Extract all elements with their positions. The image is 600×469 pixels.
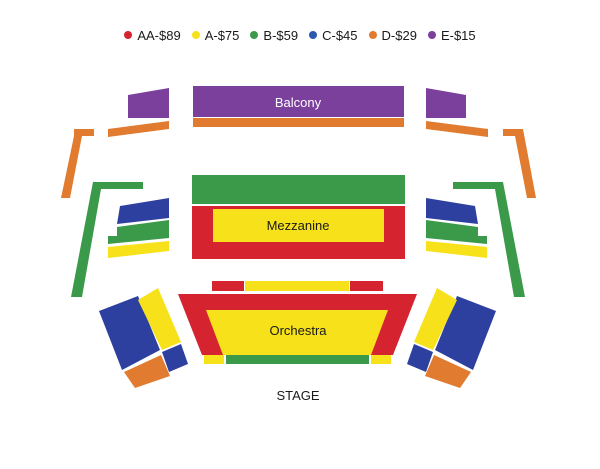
- mezzanine-right-a[interactable]: [426, 241, 487, 258]
- price-legend: AA-$89 A-$75 B-$59 C-$45 D-$29 E-$15: [0, 24, 600, 46]
- balcony-label: Balcony: [275, 95, 322, 110]
- legend-dot-e: [427, 31, 436, 39]
- balcony-right-e[interactable]: [426, 88, 466, 118]
- legend-dot-aa: [124, 31, 133, 39]
- legend-label-c: C-$45: [322, 27, 358, 43]
- orchestra-rear-aa-left[interactable]: [212, 281, 244, 291]
- balcony-right-d-inner[interactable]: [426, 121, 488, 137]
- legend-dot-a: [191, 31, 200, 39]
- legend-label-a: A-$75: [204, 27, 240, 43]
- mezzanine-right-b-wing[interactable]: [453, 182, 525, 297]
- legend-item-b: B-$59: [250, 28, 298, 43]
- mezzanine-center-a[interactable]: [213, 209, 384, 242]
- orchestra-label: Orchestra: [269, 323, 327, 338]
- legend-dot-b: [250, 31, 259, 39]
- stage-label: STAGE: [276, 388, 319, 403]
- mezzanine-right-b[interactable]: [426, 220, 487, 244]
- mezzanine-left-b[interactable]: [108, 220, 169, 244]
- orchestra-right-d[interactable]: [425, 355, 471, 388]
- legend-item-e: E-$15: [427, 27, 476, 43]
- legend-label-aa: AA-$89: [137, 27, 181, 43]
- orchestra-right-c-small[interactable]: [407, 344, 433, 372]
- orchestra-front-b[interactable]: [226, 355, 369, 364]
- legend-dot-d: [368, 31, 377, 39]
- orchestra-left-c-large[interactable]: [99, 296, 160, 370]
- balcony-right-d-wing[interactable]: [503, 129, 536, 198]
- orchestra-left-a[interactable]: [138, 288, 181, 350]
- legend-item-d: D-$29: [368, 27, 417, 43]
- orchestra-front-a-right[interactable]: [371, 355, 391, 364]
- orchestra-left-d[interactable]: [124, 355, 170, 388]
- orchestra-right-c-large[interactable]: [435, 296, 496, 370]
- balcony-left-d-inner[interactable]: [108, 121, 169, 137]
- orchestra-center-a[interactable]: [206, 310, 388, 355]
- legend-label-d: D-$29: [381, 27, 417, 43]
- orchestra-right-a[interactable]: [414, 288, 457, 350]
- mezzanine-left-a[interactable]: [108, 241, 169, 258]
- mezzanine-left-c[interactable]: [117, 198, 169, 224]
- orchestra-rear-aa-right[interactable]: [350, 281, 383, 291]
- balcony-center-e[interactable]: [193, 86, 404, 117]
- mezzanine-center-b[interactable]: [192, 175, 405, 204]
- orchestra-front-a-left[interactable]: [204, 355, 224, 364]
- balcony-left-d-wing[interactable]: [61, 129, 94, 198]
- legend-item-aa: AA-$89: [124, 27, 181, 43]
- orchestra-rear-a[interactable]: [245, 281, 349, 291]
- legend-item-c: C-$45: [309, 27, 358, 43]
- mezzanine-left-b-wing[interactable]: [71, 182, 143, 297]
- mezzanine-label: Mezzanine: [267, 218, 330, 233]
- legend-dot-c: [309, 31, 318, 39]
- legend-item-a: A-$75: [191, 27, 240, 43]
- balcony-left-e[interactable]: [128, 88, 169, 118]
- legend-label-e: E-$15: [440, 27, 476, 43]
- legend-label-b: B-$59: [263, 27, 299, 43]
- mezzanine-right-c[interactable]: [426, 198, 478, 224]
- balcony-center-d[interactable]: [193, 118, 404, 127]
- orchestra-left-c-small[interactable]: [162, 344, 188, 372]
